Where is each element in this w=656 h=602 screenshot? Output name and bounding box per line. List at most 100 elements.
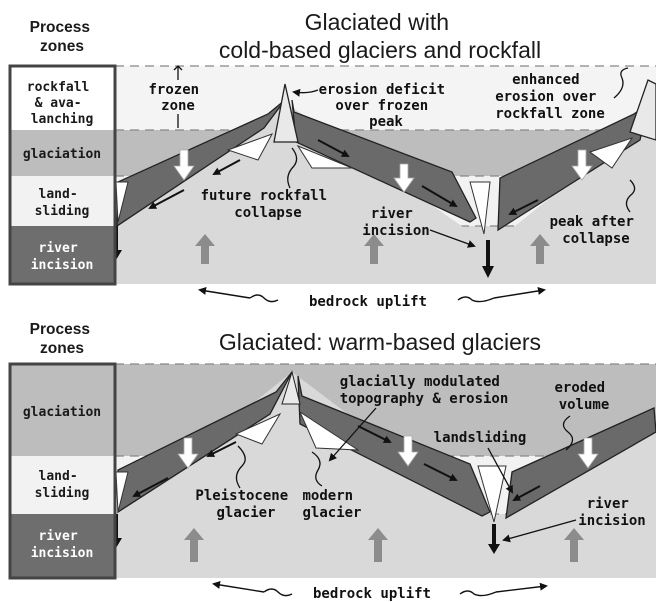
bottom-ann-eroded-line2: volume xyxy=(559,397,610,413)
top-flow-arrow-5 xyxy=(508,199,539,215)
top-erosion-pocket-right xyxy=(588,137,634,169)
top-ann-enhanced-line1: enhanced xyxy=(512,72,579,88)
top-panel: rockfall & ava- lanching glaciation land… xyxy=(8,9,656,310)
svg-text:land- sliding: land- sliding xyxy=(35,469,90,501)
top-process-zones-line1: Process xyxy=(30,19,90,36)
bottom-erosion-pocket-middle xyxy=(298,410,360,451)
svg-text:future rockfall collapse: future rockfall collapse xyxy=(201,188,336,221)
top-zone-landsliding-line1: land- xyxy=(39,187,78,202)
top-ann-frozen-line1: frozen xyxy=(148,82,199,98)
top-uplift-arrow-2 xyxy=(364,234,384,264)
top-ann-river-line2: incision xyxy=(362,223,429,239)
top-zone-rockfall-line3: lanching xyxy=(31,112,94,127)
top-ann-peak-line1: peak after xyxy=(550,214,634,230)
top-erosion-arrow-3 xyxy=(571,149,593,181)
top-zone-river-line2: incision xyxy=(31,258,94,273)
bottom-erosion-pocket-left xyxy=(234,412,282,445)
top-flow-arrow-4 xyxy=(421,185,458,208)
svg-text:enhanced erosion over: enhanced erosion over rockfall zone xyxy=(495,72,605,122)
bottom-zone-landsliding-line2: sliding xyxy=(35,486,90,501)
svg-text:eroded volume: eroded volume xyxy=(554,380,613,413)
top-ann-deficit-line3: peak xyxy=(369,114,403,130)
svg-text:land- sliding: land- sliding xyxy=(35,187,90,219)
top-ann-bedrock-uplift: bedrock uplift xyxy=(309,294,427,310)
bottom-flow-arrow-2 xyxy=(206,441,237,457)
bottom-river-arrow-middle xyxy=(488,524,500,554)
bottom-zone-landsliding-box xyxy=(10,456,115,514)
bottom-valley-notch-middle xyxy=(477,465,507,523)
bottom-uplift-arrow-2 xyxy=(368,528,388,562)
svg-text:Glaciated with cold-base: Glaciated with cold-based glaciers and r… xyxy=(219,9,541,63)
bottom-uplift-arrow-3 xyxy=(564,528,584,562)
top-valley-notch-left xyxy=(115,181,129,223)
svg-text:frozen zone: frozen zone xyxy=(148,82,207,114)
bottom-ann-modulated-line1: glacially modulated xyxy=(340,374,500,390)
bottom-pleistocene-leader xyxy=(235,445,246,489)
bottom-process-zones-line1: Process xyxy=(30,321,90,338)
bottom-ann-bedrock-uplift: bedrock uplift xyxy=(313,586,431,602)
svg-text:river incision: river incision xyxy=(31,241,94,273)
top-zone-rockfall-box xyxy=(10,66,115,130)
top-future-leader xyxy=(287,147,298,189)
bottom-glacier-middle xyxy=(297,375,491,517)
bottom-erosion-arrow-2 xyxy=(397,435,419,467)
top-right-peak xyxy=(629,79,656,141)
top-process-zones-line2: zones xyxy=(40,38,84,55)
top-title-line1: Glaciated with xyxy=(305,9,449,35)
bottom-uplift-squiggle-left xyxy=(263,588,293,597)
top-ann-enhanced-line3: rockfall zone xyxy=(495,106,605,122)
svg-text:erosion deficit over fro: erosion deficit over frozen peak xyxy=(319,82,454,130)
svg-text:river incision: river incision xyxy=(31,529,94,561)
svg-text:glacially modulated topo: glacially modulated topography & erosion xyxy=(340,374,509,407)
bottom-ann-eroded-line1: eroded xyxy=(554,380,605,396)
top-ann-peak-line2: collapse xyxy=(562,231,629,247)
top-valley-notch-middle xyxy=(469,181,491,235)
bottom-valley-notch-left xyxy=(115,471,129,513)
top-uplift-squiggle-right xyxy=(457,296,495,303)
top-flow-arrow-2 xyxy=(212,159,241,175)
top-ann-deficit-line1: erosion deficit xyxy=(319,82,445,98)
bottom-ann-modulated-line2: topography & erosion xyxy=(340,391,509,407)
bottom-landsliding-leader xyxy=(487,447,513,494)
svg-text:river incision: river incision xyxy=(578,496,645,529)
bottom-ann-modern-line2: glacier xyxy=(302,505,361,521)
top-uplift-arrow-3 xyxy=(530,234,550,264)
bottom-zone-river-line2: incision xyxy=(31,546,94,561)
bottom-uplift-arrow-1 xyxy=(184,528,204,562)
svg-text:rockfall & ava- la: rockfall & ava- lanching xyxy=(27,80,97,127)
bottom-zone-glaciation-box xyxy=(10,364,115,456)
bottom-uplift-squiggle-right xyxy=(459,590,497,597)
bottom-flow-arrow-5 xyxy=(512,485,541,501)
top-zone-river-line1: river xyxy=(39,241,78,256)
top-zone-column-frame xyxy=(8,64,117,286)
top-zone-glaciation-box xyxy=(10,130,115,176)
top-zone-landsliding-line2: sliding xyxy=(35,204,90,219)
top-uplift-squiggle-left xyxy=(249,294,279,303)
top-river-arrow-middle xyxy=(482,240,494,278)
bottom-flow-arrow-4 xyxy=(423,463,458,481)
bottom-ann-landsliding: landsliding xyxy=(434,430,527,446)
top-enhanced-leader xyxy=(613,67,629,99)
bottom-ann-pleistocene-line2: glacier xyxy=(216,505,275,521)
bottom-erosion-arrow-1 xyxy=(177,437,199,469)
bottom-title: Glaciated: warm-based glaciers xyxy=(219,329,541,355)
svg-text:Process zones: Process zones xyxy=(30,321,95,357)
top-river-leader xyxy=(429,229,476,248)
top-zone-glaciation-label: glaciation xyxy=(23,147,101,162)
top-erosion-pocket-left xyxy=(226,133,274,161)
svg-text:modern glacier: modern glacier xyxy=(302,488,361,521)
bottom-zone-column-frame xyxy=(8,362,117,580)
bottom-zone-river-box xyxy=(10,514,115,578)
top-frozen-peak xyxy=(273,83,299,143)
top-zone-rockfall-line1: rockfall xyxy=(27,80,90,95)
bottom-ann-river-line2: incision xyxy=(578,513,645,529)
bottom-flow-arrow-1 xyxy=(132,477,169,497)
svg-text:river incision: river incision xyxy=(362,206,429,239)
top-ann-enhanced-line2: erosion over xyxy=(495,89,596,105)
bottom-zone-river-line1: river xyxy=(39,529,78,544)
top-title-line2: cold-based glaciers and rockfall xyxy=(219,37,541,63)
top-flow-arrow-1 xyxy=(148,189,185,209)
top-uplift-arrow-left xyxy=(198,286,251,299)
bottom-process-zones-line2: zones xyxy=(40,340,84,357)
